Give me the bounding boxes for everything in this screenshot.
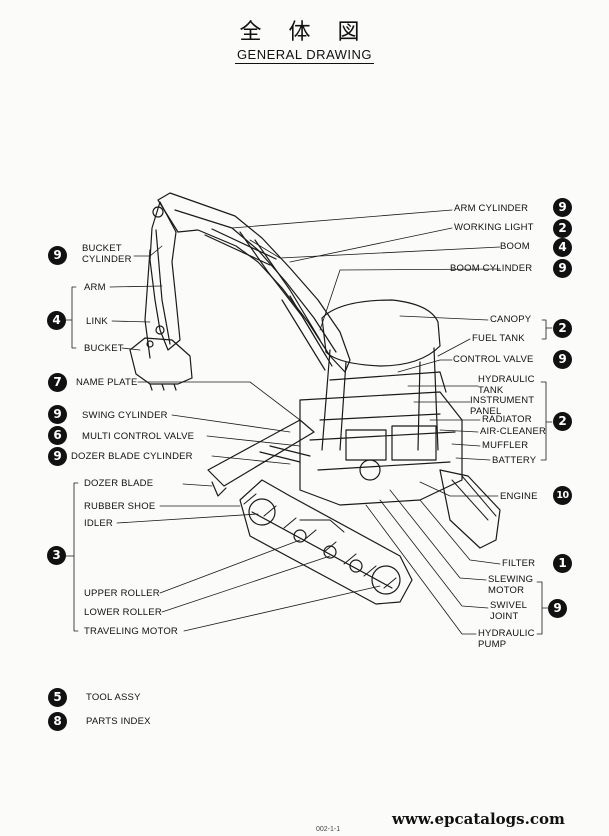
callout-badge: 7	[48, 373, 67, 392]
callout-boom: BOOM	[500, 241, 530, 252]
callout-badge: 9	[48, 246, 67, 265]
callout-multi-control-valve: MULTI CONTROL VALVE	[82, 431, 195, 442]
callout-radiator: RADIATOR	[482, 414, 532, 425]
page-title: GENERAL DRAWING	[0, 47, 609, 64]
index-badge: 8	[48, 712, 67, 731]
callout-arm: ARM	[84, 282, 106, 293]
callout-air-cleaner: AIR-CLEANER	[480, 426, 547, 437]
callout-badge: 9	[553, 198, 572, 217]
callout-battery: BATTERY	[492, 455, 537, 466]
callout-badge: 4	[553, 238, 572, 257]
canopy-outline	[321, 299, 441, 367]
callout-idler: IDLER	[84, 518, 113, 529]
callout-bucket-cylinder: BUCKET CYLINDER	[82, 243, 132, 265]
callout-badge: 3	[47, 546, 66, 565]
page-code: 002-1-1	[316, 826, 341, 833]
callout-rubber-shoe: RUBBER SHOE	[84, 501, 156, 512]
callout-name-plate: NAME PLATE	[76, 377, 138, 388]
crawler-track-left	[239, 479, 413, 605]
callout-dozer-blade-cylinder: DOZER BLADE CYLINDER	[71, 451, 193, 462]
callout-badge: 2	[553, 219, 572, 238]
callout-fuel-tank: FUEL TANK	[472, 333, 525, 344]
callout-dozer-blade: DOZER BLADE	[84, 478, 154, 489]
callout-engine: ENGINE	[500, 491, 538, 502]
callout-link: LINK	[86, 316, 108, 327]
bucket-outline	[129, 337, 193, 385]
crawler-track-right	[439, 469, 501, 549]
callout-hydraulic-pump: HYDRAULIC PUMP	[478, 628, 535, 650]
callout-traveling-motor: TRAVELING MOTOR	[84, 626, 178, 637]
callout-slewing-motor: SLEWING MOTOR	[488, 574, 534, 596]
index-parts-index[interactable]: PARTS INDEX	[86, 716, 151, 727]
callout-control-valve: CONTROL VALVE	[453, 354, 534, 365]
callout-canopy: CANOPY	[490, 314, 532, 325]
callout-badge: 6	[48, 426, 67, 445]
page-title-japanese: 全 体 図	[239, 20, 370, 45]
index-tool-assy[interactable]: TOOL ASSY	[86, 692, 141, 703]
index-badge: 5	[48, 688, 67, 707]
callout-badge: 2	[553, 412, 572, 431]
callout-badge: 2	[553, 319, 572, 338]
callout-badge: 9	[553, 259, 572, 278]
callout-badge: 9	[548, 599, 567, 618]
page-title-text: GENERAL DRAWING	[234, 47, 375, 64]
callout-bucket: BUCKET	[84, 343, 124, 354]
callout-swivel-joint: SWIVEL JOINT	[490, 600, 527, 622]
callout-filter: FILTER	[502, 558, 536, 569]
callout-instrument-panel: INSTRUMENT PANEL	[470, 395, 535, 417]
callout-boom-cylinder: BOOM CYLINDER	[450, 263, 533, 274]
callout-working-light: WORKING LIGHT	[454, 222, 534, 233]
callout-badge: 9	[553, 350, 572, 369]
callout-badge: 1	[553, 554, 572, 573]
dozer-blade-outline	[207, 419, 315, 487]
arm-outline	[149, 201, 181, 351]
callout-badge: 4	[47, 311, 66, 330]
callout-badge: 9	[48, 405, 67, 424]
callout-lower-roller: LOWER ROLLER	[84, 607, 162, 618]
boom-outline	[157, 192, 351, 373]
watermark: www.epcatalogs.com	[392, 810, 565, 828]
callout-hydraulic-tank: HYDRAULIC TANK	[478, 374, 535, 396]
callout-swing-cylinder: SWING CYLINDER	[82, 410, 168, 421]
callout-badge: 10	[553, 486, 572, 505]
callout-arm-cylinder: ARM CYLINDER	[454, 203, 529, 214]
callout-muffler: MUFFLER	[482, 440, 529, 451]
upper-structure-outline	[299, 391, 463, 506]
callout-upper-roller: UPPER ROLLER	[84, 588, 160, 599]
callout-badge: 9	[48, 447, 67, 466]
